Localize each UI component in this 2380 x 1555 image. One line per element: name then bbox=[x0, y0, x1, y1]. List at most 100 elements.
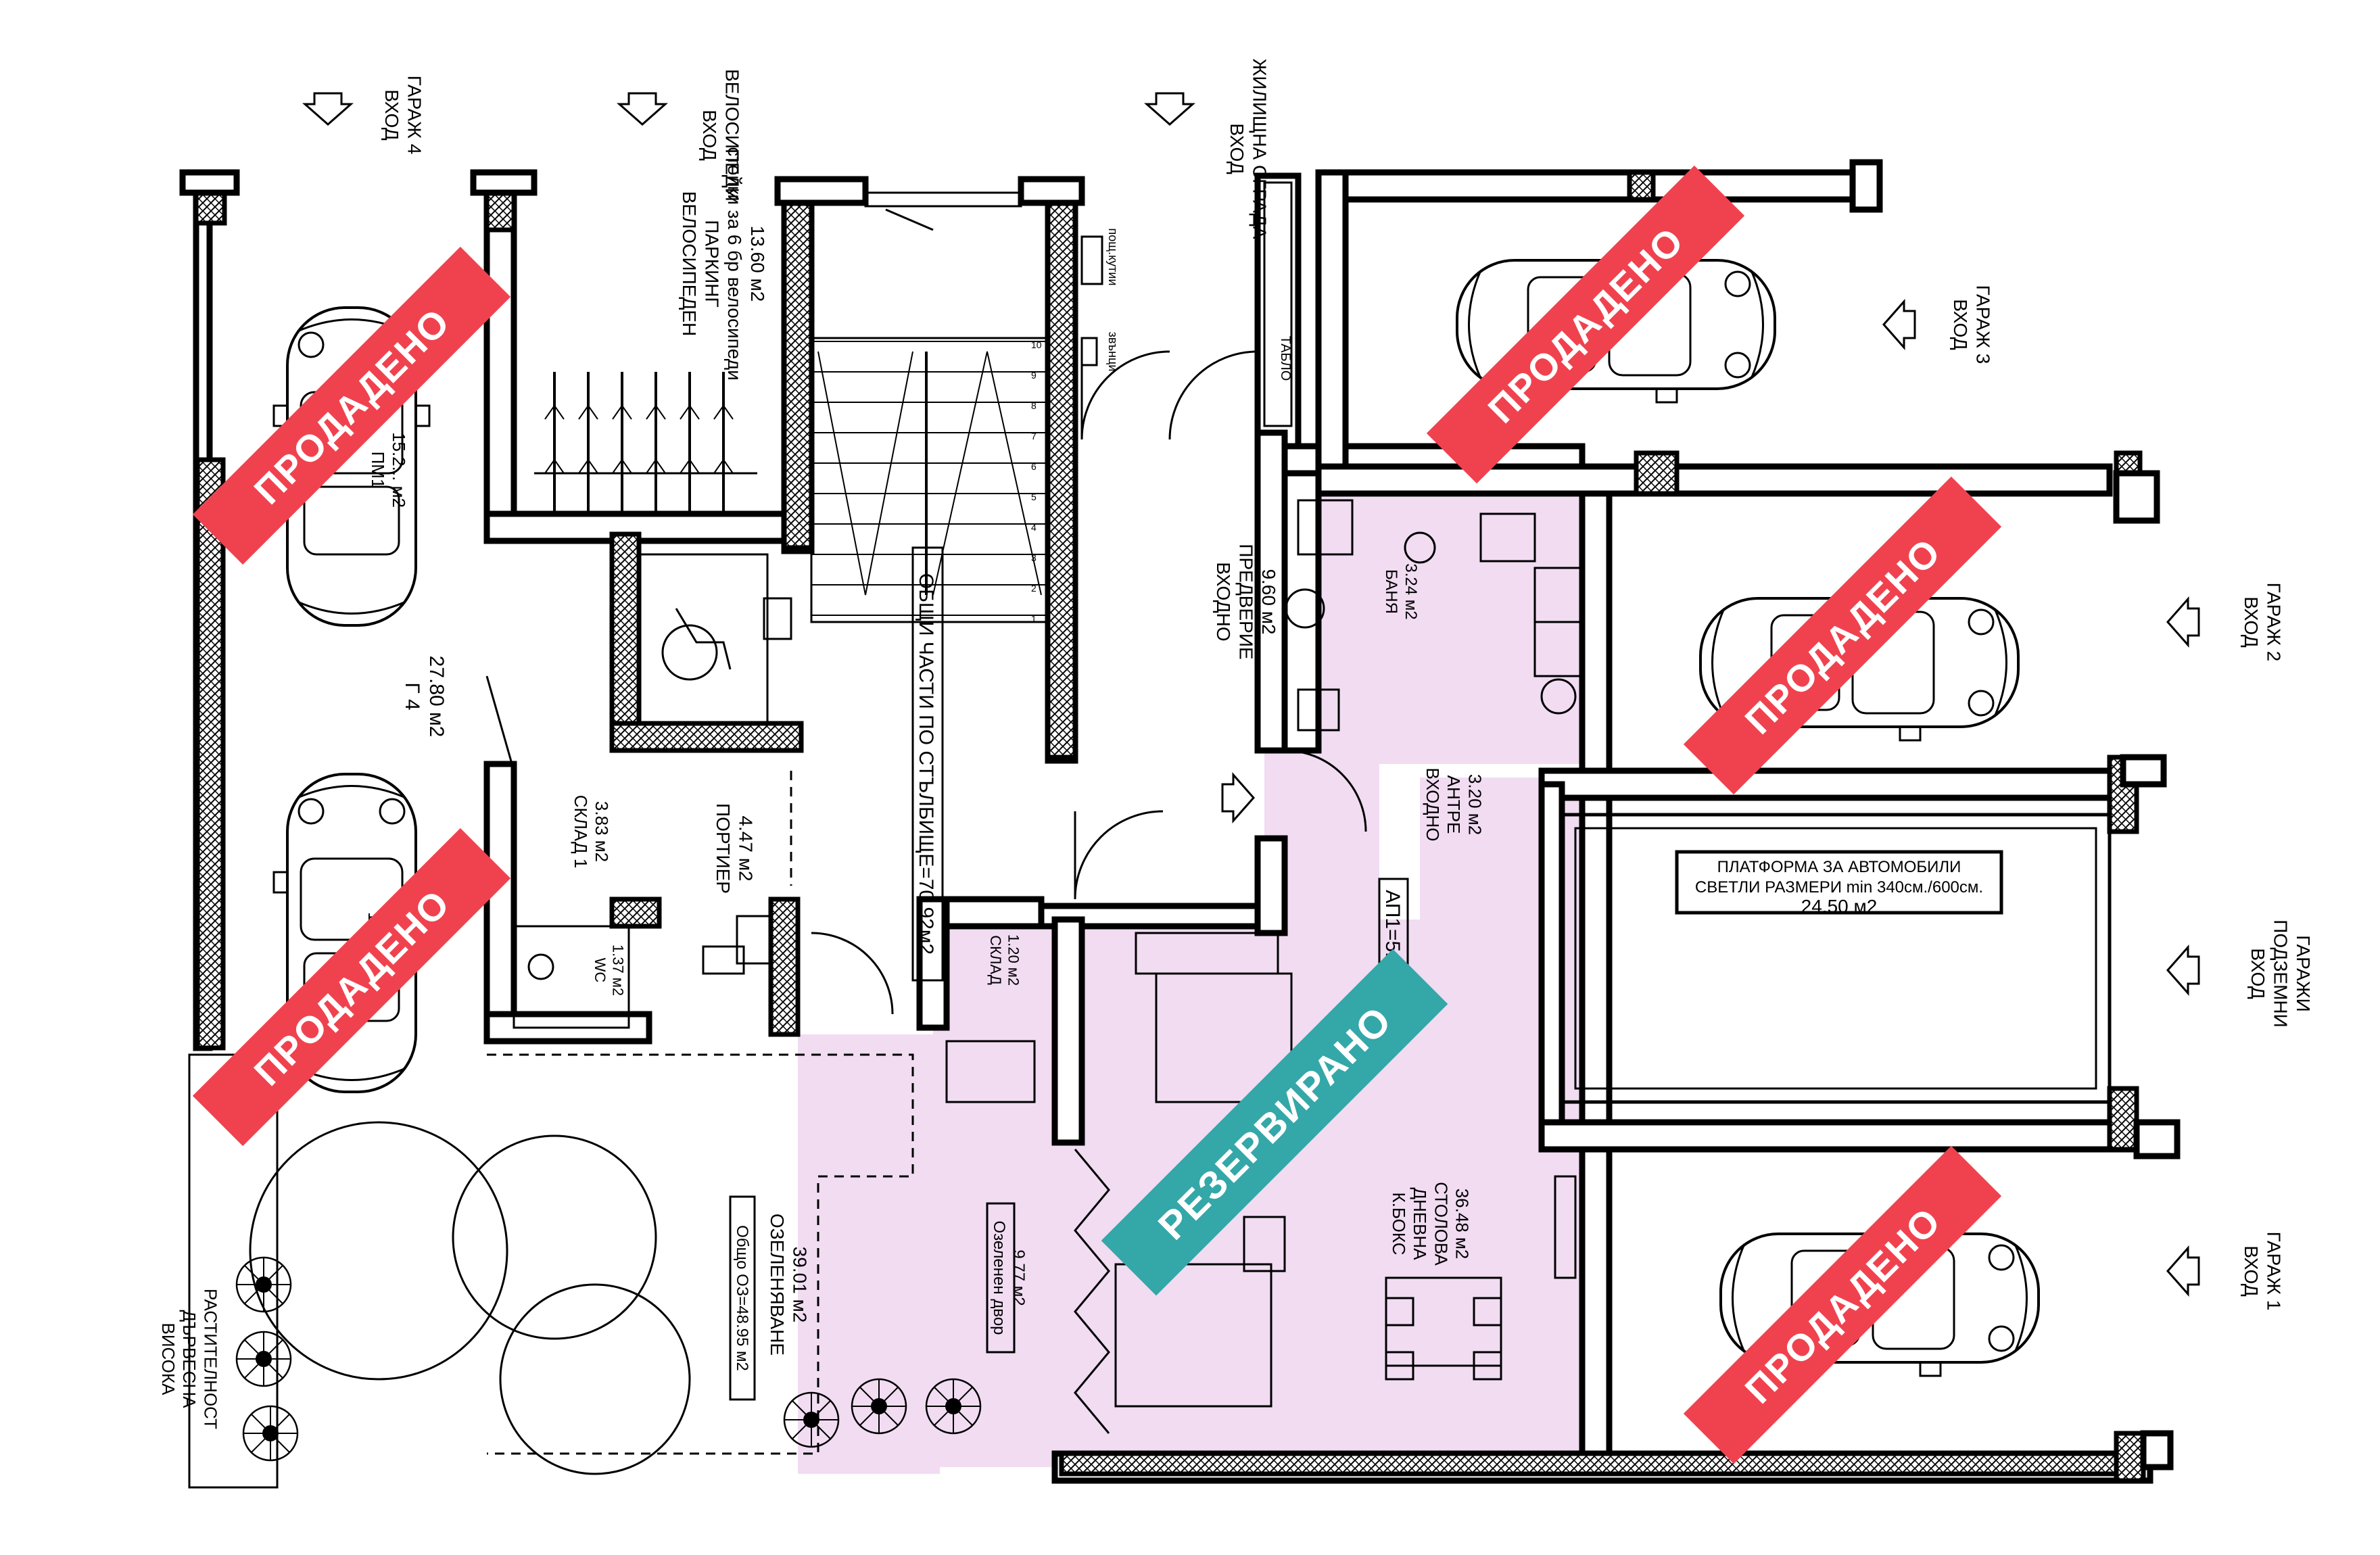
bike-stand-detail bbox=[646, 404, 666, 474]
bed bbox=[1155, 972, 1293, 1103]
stair-number: 4 bbox=[1031, 522, 1037, 533]
stamp-sold-garage2-band bbox=[1683, 476, 2002, 795]
stamp-sold-pm1-band bbox=[192, 246, 511, 565]
label-entrance-underground-line: ВХОД bbox=[2247, 948, 2268, 999]
bush-1 bbox=[235, 1256, 292, 1313]
label-entrance-garage2-line: ВХОД bbox=[2241, 596, 2262, 647]
porter-fixtures bbox=[513, 553, 792, 1029]
accessible-wc-box bbox=[638, 553, 769, 725]
label-entrance-underground-line: ПОДЗЕМНИ bbox=[2270, 919, 2291, 1028]
wall-platform-top bbox=[1538, 767, 2126, 801]
door-arc-hallway bbox=[1284, 749, 1367, 832]
cap-stair-right bbox=[1018, 176, 1085, 206]
mailbox-rect bbox=[1080, 235, 1103, 285]
wall-stair-right-hatch bbox=[1045, 200, 1078, 760]
greenery bbox=[188, 1053, 982, 1489]
label-living-line: К.БОКС bbox=[1389, 1193, 1409, 1255]
platform-inner bbox=[1574, 827, 2097, 1090]
tree-canopy-2 bbox=[452, 1134, 657, 1340]
label-bells-line: звънци bbox=[1106, 332, 1120, 372]
label-living-line: 36.48 м2 bbox=[1452, 1189, 1473, 1260]
stair-number: 3 bbox=[1031, 552, 1037, 563]
cap-platform-top bbox=[2120, 754, 2167, 788]
cap-platform-bottom bbox=[2133, 1119, 2181, 1159]
label-greenery-line: 39.01 м2 bbox=[790, 1247, 811, 1323]
board bbox=[1263, 181, 1293, 427]
tree-canopy-3 bbox=[499, 1283, 691, 1475]
arrow-underground bbox=[2166, 946, 2200, 995]
label-living-line: ДНЕВНА bbox=[1410, 1187, 1430, 1260]
bush-5 bbox=[851, 1378, 907, 1435]
chair-3 bbox=[1385, 1351, 1414, 1381]
doors bbox=[485, 208, 1367, 1015]
washbasin bbox=[1285, 588, 1325, 629]
stair-number: 1 bbox=[1031, 613, 1037, 624]
label-entrance-residential-line: ВХОД bbox=[1227, 123, 1247, 174]
stair-arrow-right bbox=[932, 351, 1042, 596]
wall-apt-left2 bbox=[1051, 916, 1085, 1146]
label-entrance-hall-line: ПРЕДВЕРИЕ bbox=[1236, 544, 1257, 659]
wall-bottom-hatch bbox=[1059, 1451, 2119, 1477]
bush-3 bbox=[242, 1405, 299, 1462]
platform-line1: ПЛАТФОРМА ЗА АВТОМОБИЛИ bbox=[1717, 858, 1961, 876]
wc-toilet bbox=[527, 953, 554, 980]
wall-platform-bottom bbox=[1538, 1119, 2140, 1153]
wall-g3-left bbox=[1315, 169, 1349, 480]
wall-stair-left-hatch bbox=[782, 200, 814, 550]
kitchen-cab-1 bbox=[1479, 512, 1536, 563]
porter-desk bbox=[702, 945, 745, 975]
platform-line2: СВЕТЛИ РАЗМЕРИ min 340см./600см. bbox=[1695, 878, 1983, 896]
stair-arrow-left bbox=[817, 351, 913, 596]
column-g3-top bbox=[1627, 170, 1656, 202]
door-arc-hall bbox=[1168, 350, 1258, 440]
label-wc-line: WC bbox=[592, 958, 609, 983]
label-bike-parking-line: ВЕЛОСИПЕДЕН bbox=[679, 191, 700, 337]
label-board: ТАБЛО bbox=[1278, 336, 1293, 381]
column-bottom-right bbox=[2114, 1431, 2146, 1483]
arrow-residential bbox=[1145, 92, 1194, 126]
stair-number: 8 bbox=[1031, 400, 1037, 411]
wall-apt-right bbox=[1579, 490, 1613, 1477]
stair-number: 6 bbox=[1031, 461, 1037, 472]
bike-stands bbox=[534, 372, 757, 514]
label-storage1-line: СКЛАД 1 bbox=[571, 795, 591, 868]
label-bike-parking-line: стойки за 6 бр велосипеди bbox=[724, 147, 745, 381]
label-entrance-garage4-line: ГАРАЖ 4 bbox=[404, 76, 425, 155]
label-trees-line: ДЪРВЕСНА bbox=[179, 1310, 199, 1408]
platform-label-box bbox=[1675, 850, 2003, 915]
wall-platform-left bbox=[1538, 781, 1565, 1139]
door-leaf-storage bbox=[485, 675, 515, 771]
sofa bbox=[1114, 1263, 1272, 1408]
cap-bike bbox=[470, 169, 538, 196]
stamp-sold-pm-lower-band bbox=[192, 828, 511, 1147]
label-mailboxes: пощ.кутии bbox=[1106, 229, 1120, 286]
label-entrance-underground-line: ГАРАЖИ bbox=[2293, 935, 2314, 1011]
label-bathroom-line: 3.24 м2 bbox=[1402, 563, 1420, 619]
label-hallway-line: ВХОДНО bbox=[1423, 768, 1443, 842]
bell-rect bbox=[1080, 337, 1098, 366]
label-trees-line: ВИСОКА bbox=[158, 1323, 178, 1396]
label-trees-line: РАСТИТЕЛНОСТ bbox=[200, 1289, 220, 1429]
label-greenery-total: Общо ОЗ=48.95 м2 bbox=[729, 1195, 756, 1401]
label-greenery-line: ОЗЕЛЕНЯВАНЕ bbox=[767, 1214, 788, 1356]
label-garden-yard-line: 9.77 м2 bbox=[1009, 1249, 1028, 1306]
label-mailboxes-line: пощ.кутии bbox=[1106, 229, 1120, 286]
apt-zone-kitchen bbox=[1271, 494, 1602, 764]
bike-stand-detail bbox=[713, 404, 734, 474]
label-entrance-garage2-line: ГАРАЖ 2 bbox=[2264, 583, 2285, 662]
label-gm4-line: Г 4 bbox=[401, 682, 423, 710]
column-platform-bottom bbox=[2107, 1086, 2139, 1152]
cap-stair-left bbox=[774, 176, 869, 206]
